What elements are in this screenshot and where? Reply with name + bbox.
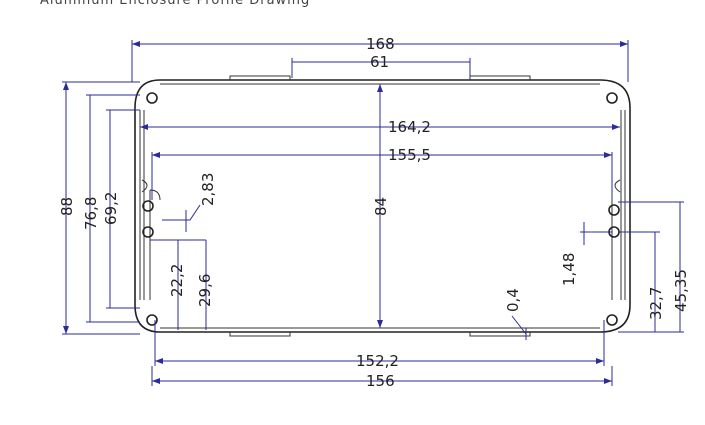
dim-height-outer: 88: [58, 197, 76, 216]
dim-bottom-width: 156: [366, 372, 395, 390]
dim-right-height-a: 32,7: [647, 287, 665, 320]
dimension-labels: 168 61 164,2 155,5 84 2,83 22,2 29,6 88 …: [58, 35, 690, 390]
slot-left-lower: [142, 226, 154, 238]
dim-height-69: 69,2: [102, 192, 120, 225]
hole-top-right: [606, 92, 618, 104]
dim-top-window: 61: [370, 53, 389, 71]
hole-top-left: [146, 92, 158, 104]
hole-bottom-right: [606, 314, 618, 326]
dim-mount-span-upper: 155,5: [388, 146, 431, 164]
dim-wall-gap: 0,4: [504, 288, 522, 312]
slot-right-upper: [608, 204, 620, 216]
screw-holes: [141, 92, 621, 326]
slot-left-upper: [142, 200, 154, 212]
dim-overall-width: 168: [366, 35, 395, 53]
hole-bottom-left: [146, 314, 158, 326]
dim-height-76: 76,8: [82, 197, 100, 230]
dim-inner-width: 164,2: [388, 118, 431, 136]
dim-left-slot-a: 22,2: [168, 264, 186, 297]
dim-inner-height: 84: [372, 197, 390, 216]
dim-right-height-b: 45,35: [672, 269, 690, 312]
dim-slot-width-right: 1,48: [560, 253, 578, 286]
dim-slot-width-left: 2,83: [199, 173, 217, 206]
dimension-lines: [62, 40, 684, 386]
header-text: Aluminum Enclosure Profile Drawing: [40, 0, 310, 8]
dim-left-slot-b: 29,6: [196, 274, 214, 307]
dim-mount-span-lower: 152,2: [356, 352, 399, 370]
